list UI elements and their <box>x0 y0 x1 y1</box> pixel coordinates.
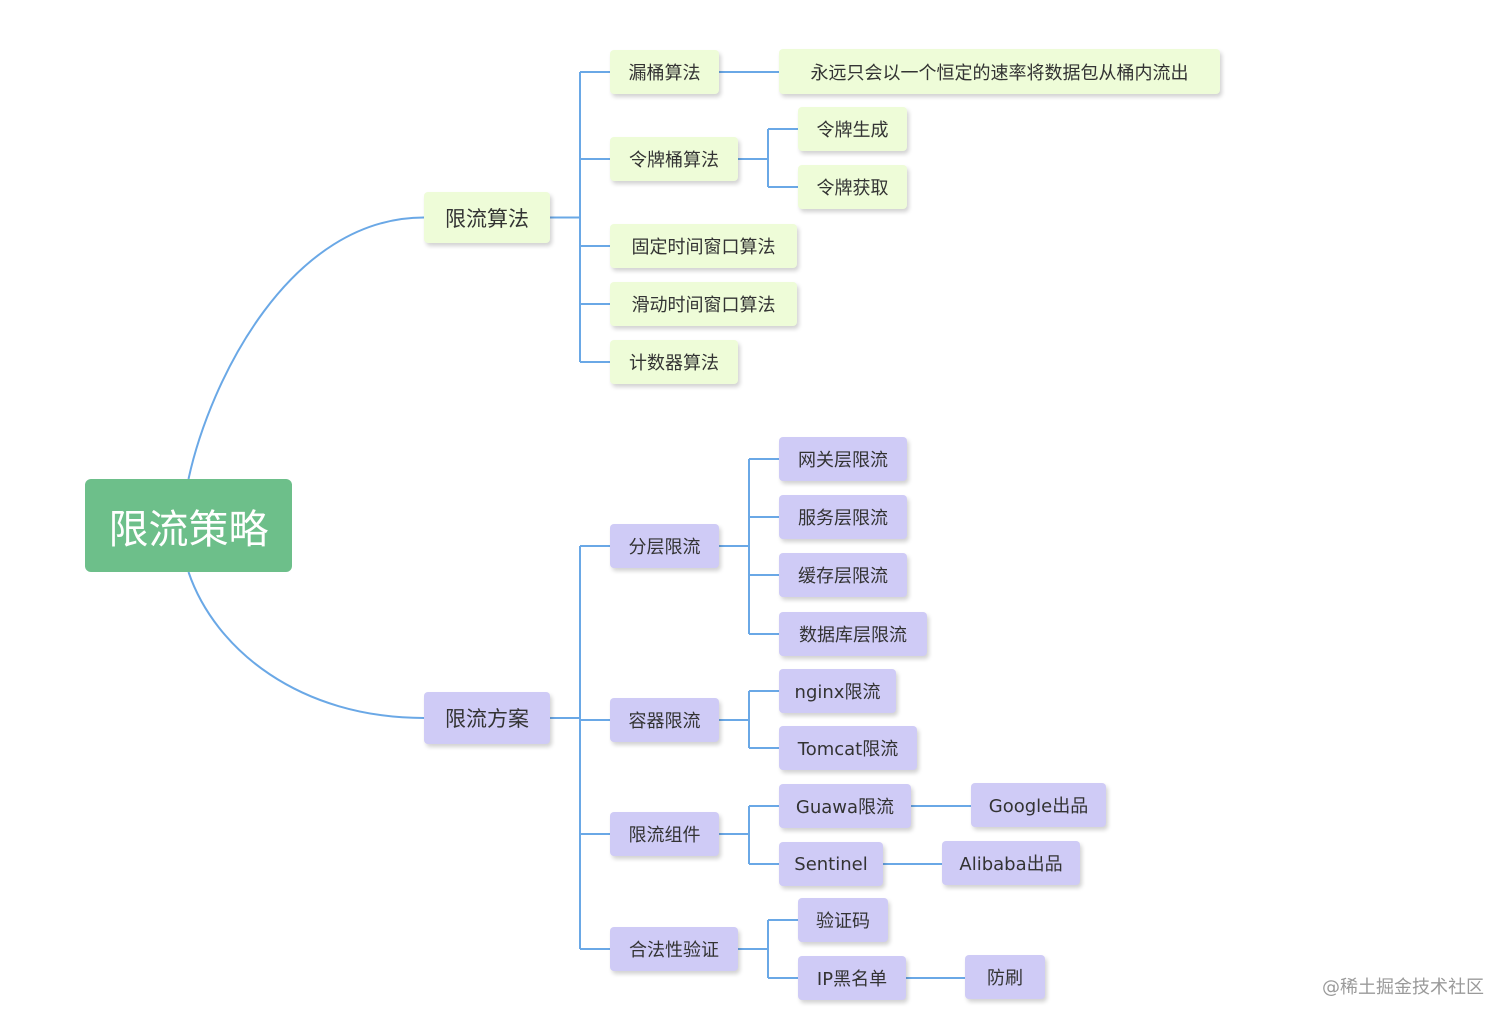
root-label: 限流策略 <box>108 506 269 553</box>
curve-root-to-algorithms <box>187 216 425 480</box>
node-validation-label: 合法性验证 <box>629 940 719 961</box>
curve-root-to-solutions <box>187 571 425 719</box>
watermark: @稀土掘金技术社区 <box>1322 977 1484 998</box>
node-component[interactable]: 限流组件 <box>610 812 719 856</box>
node-token-bucket[interactable]: 令牌桶算法 <box>610 137 738 181</box>
node-token-acquire[interactable]: 令牌获取 <box>798 165 907 209</box>
node-service-limit-label: 服务层限流 <box>798 508 888 529</box>
branch-algorithms-label: 限流算法 <box>445 206 529 231</box>
node-token-generate[interactable]: 令牌生成 <box>798 107 907 151</box>
node-token-acquire-label: 令牌获取 <box>816 178 889 199</box>
node-database-limit[interactable]: 数据库层限流 <box>779 612 927 656</box>
node-sentinel[interactable]: Sentinel <box>779 842 883 886</box>
node-anti-abuse-label: 防刷 <box>987 968 1023 989</box>
node-guava-limit[interactable]: Guawa限流 <box>779 784 911 828</box>
node-token-generate-label: 令牌生成 <box>816 120 889 141</box>
node-sliding-window-label: 滑动时间窗口算法 <box>631 295 776 316</box>
node-captcha-label: 验证码 <box>816 911 870 932</box>
node-sliding-window[interactable]: 滑动时间窗口算法 <box>610 282 797 326</box>
node-tomcat-limit-label: Tomcat限流 <box>797 739 899 760</box>
node-tomcat-limit[interactable]: Tomcat限流 <box>779 726 917 770</box>
node-leaky-bucket-desc-label: 永远只会以一个恒定的速率将数据包从桶内流出 <box>810 62 1189 84</box>
branch-solutions[interactable]: 限流方案 <box>424 692 550 744</box>
node-nginx-limit-label: nginx限流 <box>794 682 881 703</box>
node-google-origin[interactable]: Google出品 <box>971 783 1106 827</box>
node-database-limit-label: 数据库层限流 <box>799 625 907 646</box>
node-layered-label: 分层限流 <box>628 537 701 558</box>
node-fixed-window[interactable]: 固定时间窗口算法 <box>610 224 797 268</box>
node-captcha[interactable]: 验证码 <box>798 898 888 942</box>
node-leaky-bucket[interactable]: 漏桶算法 <box>610 50 719 94</box>
node-ip-blacklist[interactable]: IP黑名单 <box>798 956 906 1000</box>
node-gateway-limit-label: 网关层限流 <box>798 450 888 471</box>
node-cache-limit[interactable]: 缓存层限流 <box>779 553 907 597</box>
node-token-bucket-label: 令牌桶算法 <box>629 150 719 171</box>
node-leaky-bucket-label: 漏桶算法 <box>628 63 701 84</box>
node-counter[interactable]: 计数器算法 <box>610 340 738 384</box>
node-validation[interactable]: 合法性验证 <box>610 927 738 971</box>
node-nginx-limit[interactable]: nginx限流 <box>779 669 896 713</box>
node-component-label: 限流组件 <box>628 825 701 846</box>
node-anti-abuse[interactable]: 防刷 <box>965 955 1045 999</box>
branch-solutions-label: 限流方案 <box>445 707 529 731</box>
node-ip-blacklist-label: IP黑名单 <box>816 969 888 990</box>
node-gateway-limit[interactable]: 网关层限流 <box>779 437 907 481</box>
branch-algorithms[interactable]: 限流算法 <box>424 192 550 243</box>
node-fixed-window-label: 固定时间窗口算法 <box>631 237 776 258</box>
node-container[interactable]: 容器限流 <box>610 698 719 742</box>
node-google-origin-label: Google出品 <box>988 796 1089 817</box>
root-node[interactable]: 限流策略 <box>85 479 292 572</box>
node-cache-limit-label: 缓存层限流 <box>798 566 888 587</box>
node-container-label: 容器限流 <box>628 711 701 732</box>
node-layered[interactable]: 分层限流 <box>610 524 719 568</box>
node-alibaba-origin-label: Alibaba出品 <box>959 854 1063 875</box>
node-counter-label: 计数器算法 <box>629 353 719 374</box>
node-alibaba-origin[interactable]: Alibaba出品 <box>942 841 1080 885</box>
node-guava-limit-label: Guawa限流 <box>795 797 895 818</box>
node-service-limit[interactable]: 服务层限流 <box>779 495 907 539</box>
node-sentinel-label: Sentinel <box>794 853 868 875</box>
node-leaky-bucket-desc[interactable]: 永远只会以一个恒定的速率将数据包从桶内流出 <box>779 49 1220 94</box>
